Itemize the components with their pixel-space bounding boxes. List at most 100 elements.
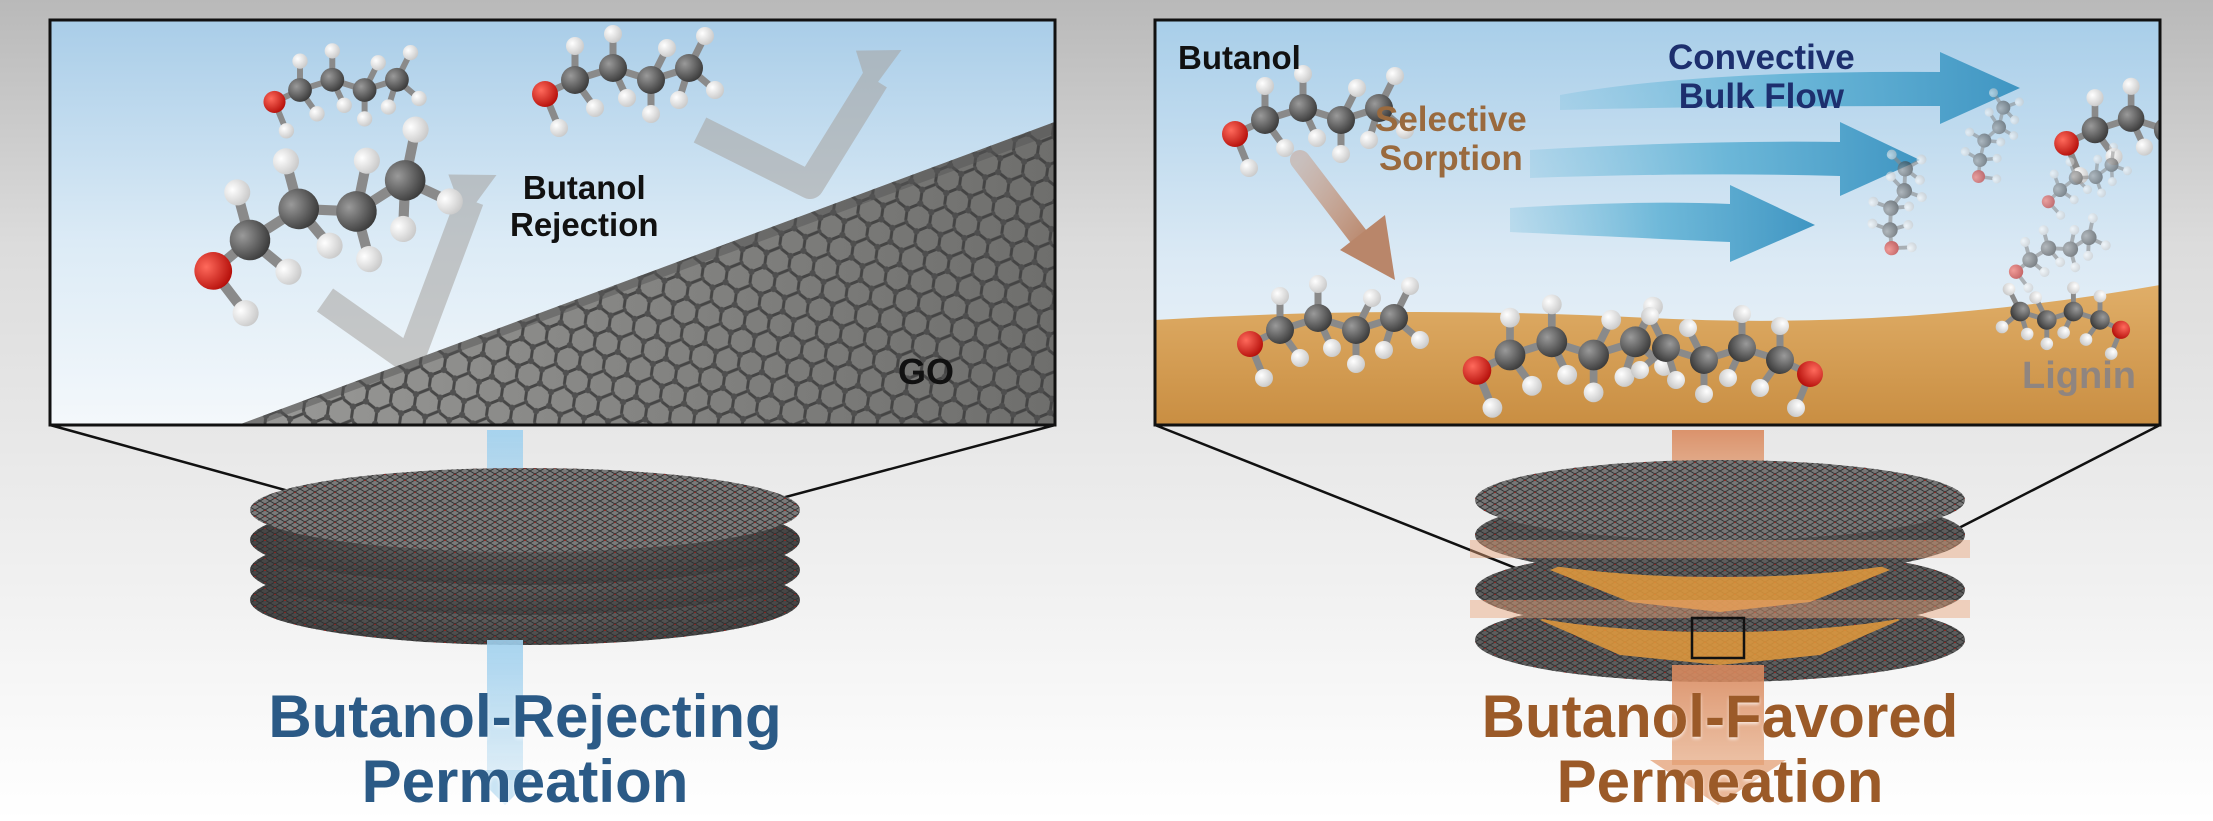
butanol-label: Butanol <box>1178 39 1301 76</box>
hydrogen-atom <box>1347 355 1365 373</box>
hydrogen-atom <box>1867 218 1878 229</box>
hydrogen-atom <box>566 37 584 55</box>
carbon-atom <box>1304 304 1332 332</box>
hydrogen-atom <box>2067 281 2080 295</box>
butanol-molecule <box>1867 149 1927 256</box>
butanol-molecule <box>1237 275 1429 387</box>
hydrogen-atom <box>1641 307 1659 325</box>
hydrogen-atom <box>390 215 417 243</box>
hydrogen-atom <box>353 147 380 174</box>
hydrogen-atom <box>1360 131 1378 149</box>
hydrogen-atom <box>232 300 259 327</box>
hydrogen-atom <box>2055 257 2066 268</box>
hydrogen-atom <box>1500 307 1520 328</box>
carbon-atom <box>229 219 271 261</box>
hydrogen-atom <box>1903 219 1914 230</box>
carbon-atom <box>2153 118 2160 142</box>
hydrogen-atom <box>1601 309 1622 330</box>
hydrogen-atom <box>278 123 295 139</box>
hydrogen-atom <box>2083 185 2093 195</box>
oxygen-atom <box>2008 264 2024 279</box>
right-inset-frame <box>1153 18 2162 427</box>
hydrogen-atom <box>1401 277 1419 295</box>
hydrogen-atom <box>1886 149 1897 160</box>
hydrogen-atom <box>1541 294 1562 315</box>
oxygen-atom <box>2111 320 2131 339</box>
butanol-molecule <box>1995 281 2131 360</box>
butanol-molecule <box>1222 65 1414 177</box>
hydrogen-atom <box>2010 115 2020 125</box>
carbon-atom <box>1897 161 1913 177</box>
carbon-atom <box>1896 183 1912 199</box>
hydrogen-atom <box>658 39 676 57</box>
carbon-atom <box>384 160 426 201</box>
hydrogen-atom <box>2122 166 2132 176</box>
oxygen-atom <box>1462 356 1492 385</box>
hydrogen-atom <box>356 111 373 127</box>
carbon-atom <box>2053 183 2067 197</box>
hydrogen-atom <box>224 179 251 206</box>
hydrogen-atom <box>1868 196 1879 207</box>
hydrogen-atom <box>1291 349 1309 367</box>
carbon-atom <box>1766 346 1794 374</box>
hydrogen-atom <box>316 232 343 259</box>
hydrogen-atom <box>2040 337 2054 351</box>
carbon-atom <box>2081 229 2097 246</box>
hydrogen-atom <box>2029 291 2042 304</box>
carbon-atom <box>1977 133 1992 148</box>
hydrogen-atom <box>2185 140 2202 157</box>
carbon-atom <box>1620 326 1651 358</box>
hydrogen-atom <box>1787 399 1805 417</box>
hydrogen-atom <box>1984 107 1994 117</box>
hydrogen-atom <box>1614 367 1635 387</box>
hydrogen-atom <box>1719 369 1737 387</box>
left-inset-frame <box>48 18 1057 427</box>
carbon-atom <box>2010 301 2030 322</box>
hydrogen-atom <box>1386 67 1404 85</box>
hydrogen-atom <box>1482 397 1503 418</box>
hydrogen-atom <box>586 99 604 117</box>
butanol-molecule <box>1631 305 1823 417</box>
hydrogen-atom <box>272 148 300 175</box>
go-sheet <box>238 121 1055 425</box>
oxygen-atom <box>1884 240 1899 256</box>
hydrogen-atom <box>380 99 397 115</box>
hydrogen-atom <box>1294 65 1312 83</box>
hydrogen-atom <box>2057 326 2070 339</box>
hydrogen-atom <box>1348 79 1366 97</box>
hydrogen-atom <box>2097 188 2107 198</box>
carbon-atom <box>1380 304 1408 332</box>
carbon-atom <box>1728 334 1756 362</box>
hydrogen-atom <box>2002 282 2016 296</box>
hydrogen-atom <box>1309 275 1327 293</box>
hydrogen-atom <box>402 44 419 61</box>
carbon-atom <box>2104 157 2119 172</box>
hydrogen-atom <box>1522 375 1542 396</box>
hydrogen-atom <box>1679 319 1697 337</box>
carbon-atom <box>2088 170 2103 185</box>
carbon-atom <box>1536 326 1568 358</box>
hydrogen-atom <box>604 25 622 43</box>
carbon-atom <box>599 54 627 82</box>
hydrogen-atom <box>1583 382 1604 403</box>
lignin-label: Lignin <box>2022 355 2136 397</box>
lignin-go-membrane-stack <box>1470 430 1970 805</box>
hydrogen-atom <box>2086 89 2104 107</box>
carbon-atom <box>1289 94 1317 122</box>
hydrogen-atom <box>2069 224 2080 235</box>
carbon-atom <box>2117 105 2145 132</box>
hydrogen-atom <box>1916 154 1927 165</box>
carbon-atom <box>2063 301 2084 322</box>
carbon-atom <box>1266 316 1294 344</box>
carbon-atom <box>1342 316 1370 344</box>
carbon-atom <box>561 66 589 94</box>
carbon-atom <box>1973 153 1987 167</box>
hydrogen-atom <box>1906 242 1917 253</box>
oxygen-atom <box>2041 195 2055 209</box>
hydrogen-atom <box>1323 339 1341 357</box>
hydrogen-atom <box>1771 317 1789 335</box>
hydrogen-atom <box>2069 195 2079 205</box>
hydrogen-atom <box>1733 305 1751 323</box>
carbon-atom <box>278 188 320 230</box>
